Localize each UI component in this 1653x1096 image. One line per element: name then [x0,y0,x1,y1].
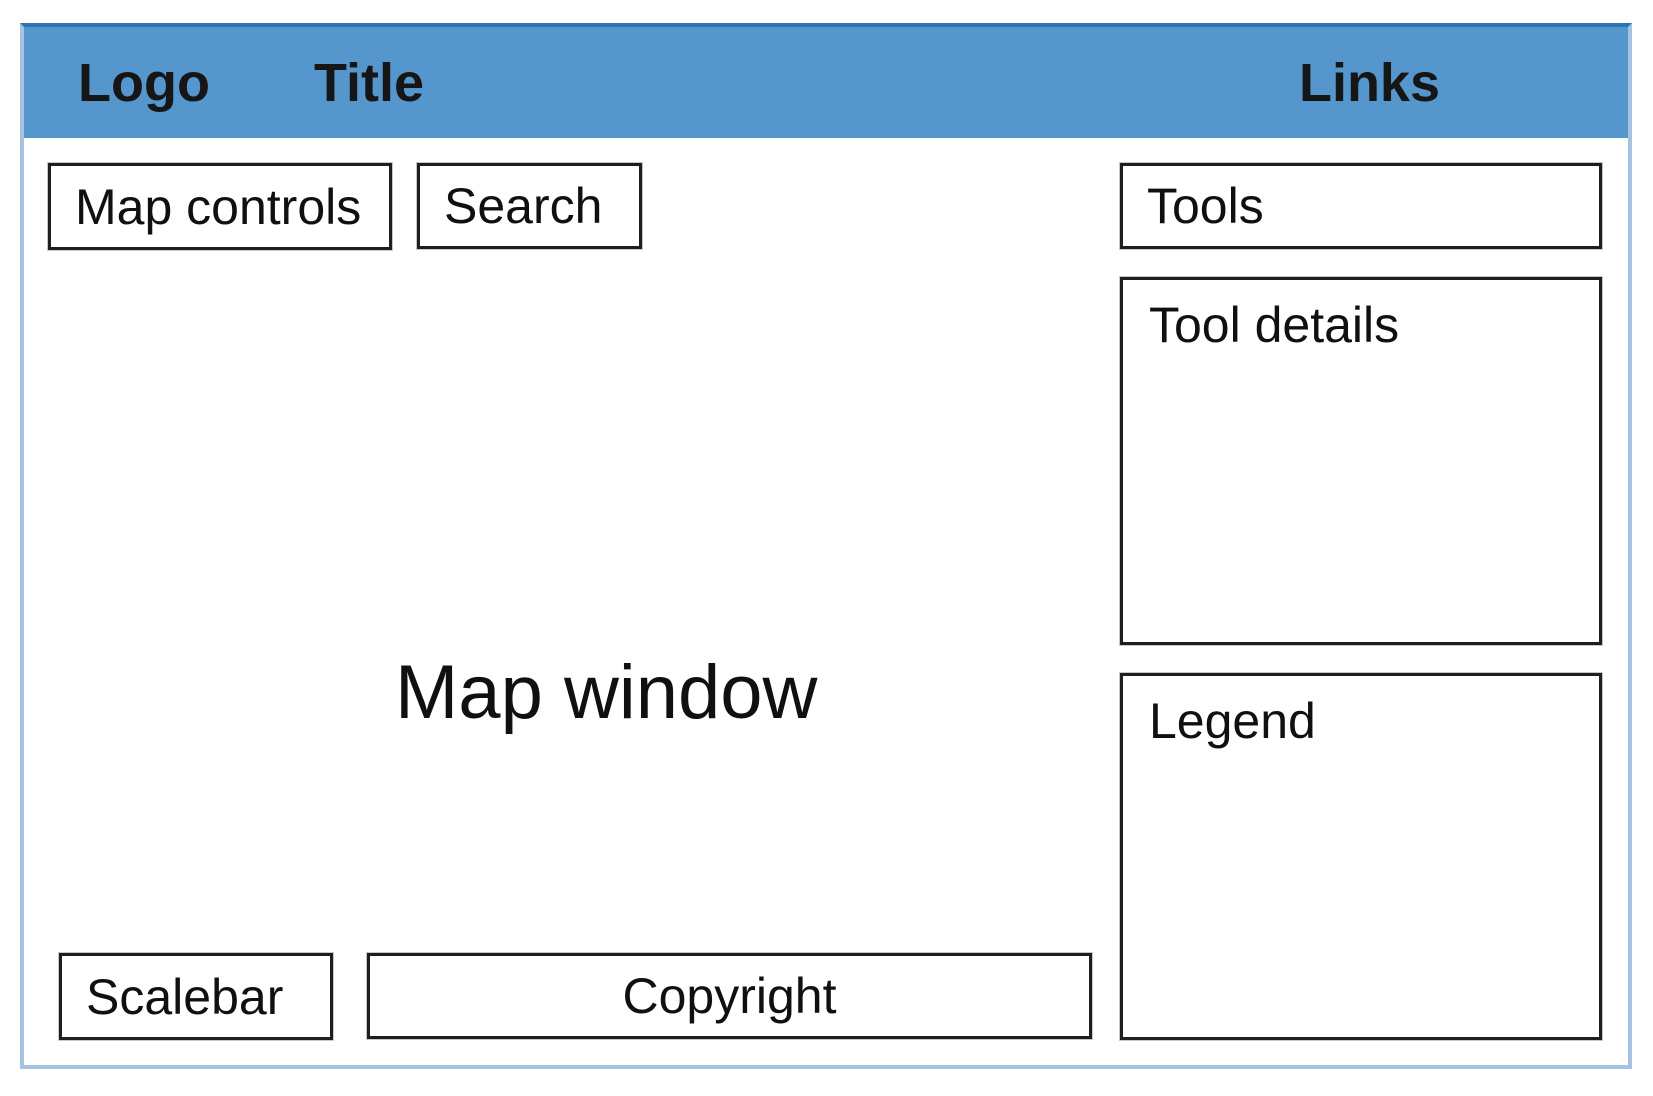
map-controls-box[interactable]: Map controls [48,163,392,250]
page-frame: Logo Title Links Map window Map controls… [20,23,1632,1069]
tools-box[interactable]: Tools [1120,163,1602,249]
map-window-label: Map window [395,650,818,735]
map-window-area[interactable]: Map window [24,138,1100,953]
copyright-box: Copyright [367,953,1092,1039]
search-box[interactable]: Search [417,163,642,249]
logo: Logo [78,52,210,113]
legend-panel: Legend [1120,673,1602,1040]
scalebar-box: Scalebar [59,953,333,1040]
page-title: Title [313,52,424,113]
map-controls-label: Map controls [75,178,362,235]
tool-details-label: Tool details [1149,297,1400,353]
search-label: Search [444,178,603,234]
scalebar-label: Scalebar [86,968,284,1025]
tools-label: Tools [1147,178,1264,234]
tool-details-panel: Tool details [1120,277,1602,645]
header-bar: Logo Title Links [24,27,1628,138]
legend-label: Legend [1149,693,1316,749]
nav-links[interactable]: Links [1298,52,1440,113]
copyright-label: Copyright [622,968,837,1024]
